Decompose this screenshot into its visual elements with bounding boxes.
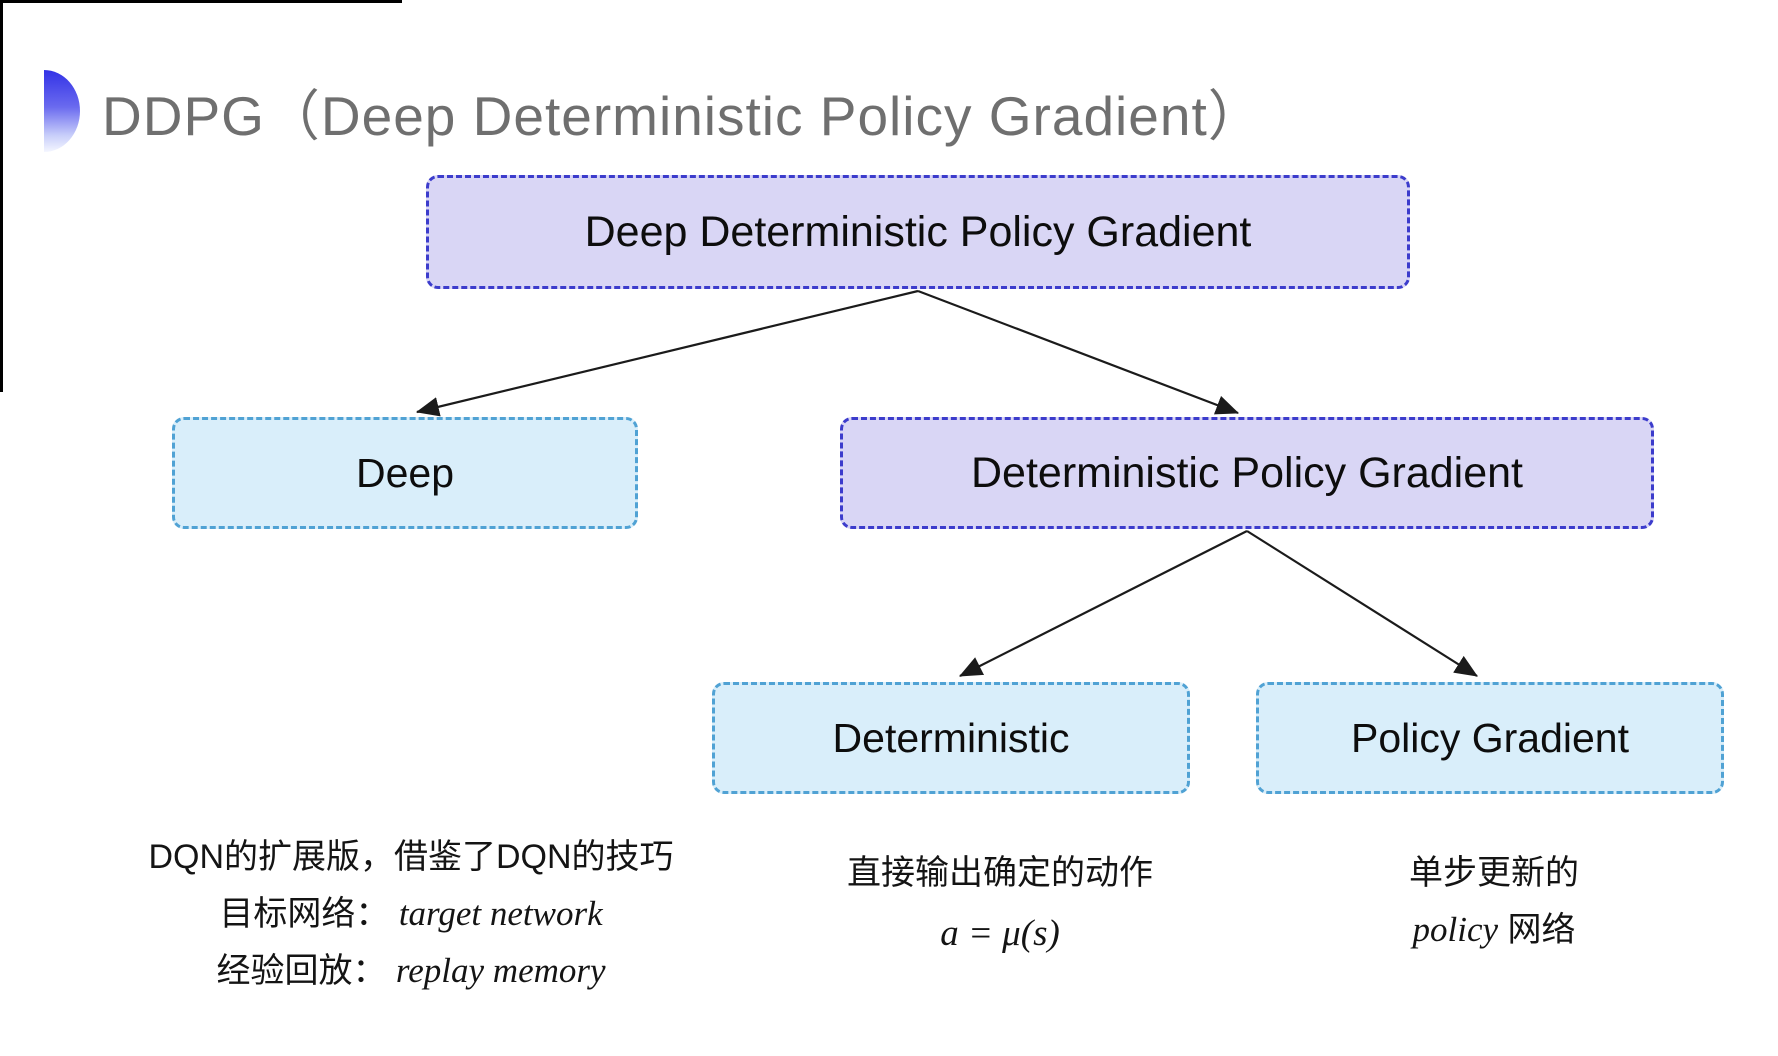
frame-left-line xyxy=(0,0,3,392)
policy-note-term: policy xyxy=(1412,910,1499,949)
deep-annotation-block: DQN的扩展版，借鉴了DQN的技巧 目标网络： target network 经… xyxy=(128,840,694,1010)
node-deep: Deep xyxy=(172,417,638,529)
policy-note-line2: policy 网络 xyxy=(1368,912,1620,947)
deep-note-line3: 经验回放： replay memory xyxy=(128,953,694,988)
node-label: Policy Gradient xyxy=(1350,714,1629,761)
title-bullet-icon xyxy=(44,70,80,152)
policy-note-suffix: 网络 xyxy=(1498,911,1576,949)
page-title: DDPG（Deep Deterministic Policy Gradient） xyxy=(102,85,1264,147)
node-deep-deterministic-policy-gradient: Deep Deterministic Policy Gradient xyxy=(426,175,1410,289)
node-deterministic-policy-gradient: Deterministic Policy Gradient xyxy=(840,417,1654,529)
node-deterministic: Deterministic xyxy=(712,682,1190,794)
edge-root-to-deep xyxy=(415,289,919,417)
node-policy-gradient: Policy Gradient xyxy=(1256,682,1724,794)
deterministic-note-line1: 直接输出确定的动作 xyxy=(847,854,1153,892)
node-label: Deep Deterministic Policy Gradient xyxy=(584,207,1252,256)
policy-gradient-annotation-block: 单步更新的 policy 网络 xyxy=(1368,856,1620,969)
edge-dpg-to-deterministic xyxy=(959,530,1248,677)
deep-note-line1: DQN的扩展版，借鉴了DQN的技巧 xyxy=(148,838,674,876)
deep-note-line2-label: 目标网络： xyxy=(219,895,390,933)
deep-note-line2-term: target network xyxy=(398,894,603,933)
node-label: Deterministic Policy Gradient xyxy=(970,448,1523,497)
deep-note-line3-label: 经验回放： xyxy=(216,952,387,990)
deep-note-line3-term: replay memory xyxy=(395,951,606,990)
deterministic-annotation-block: 直接输出确定的动作 a = μ(s) xyxy=(828,856,1172,955)
frame-top-line xyxy=(0,0,402,3)
deterministic-note-formula: a = μ(s) xyxy=(940,913,1060,954)
edge-root-to-dpg xyxy=(917,289,1240,415)
policy-note-line1: 单步更新的 xyxy=(1409,854,1579,892)
node-label: Deep xyxy=(355,449,454,496)
node-label: Deterministic xyxy=(832,714,1070,761)
edge-dpg-to-policy-gradient xyxy=(1246,530,1478,677)
deep-note-line2: 目标网络： target network xyxy=(128,896,694,931)
title-row: DDPG（Deep Deterministic Policy Gradient） xyxy=(44,70,1264,152)
